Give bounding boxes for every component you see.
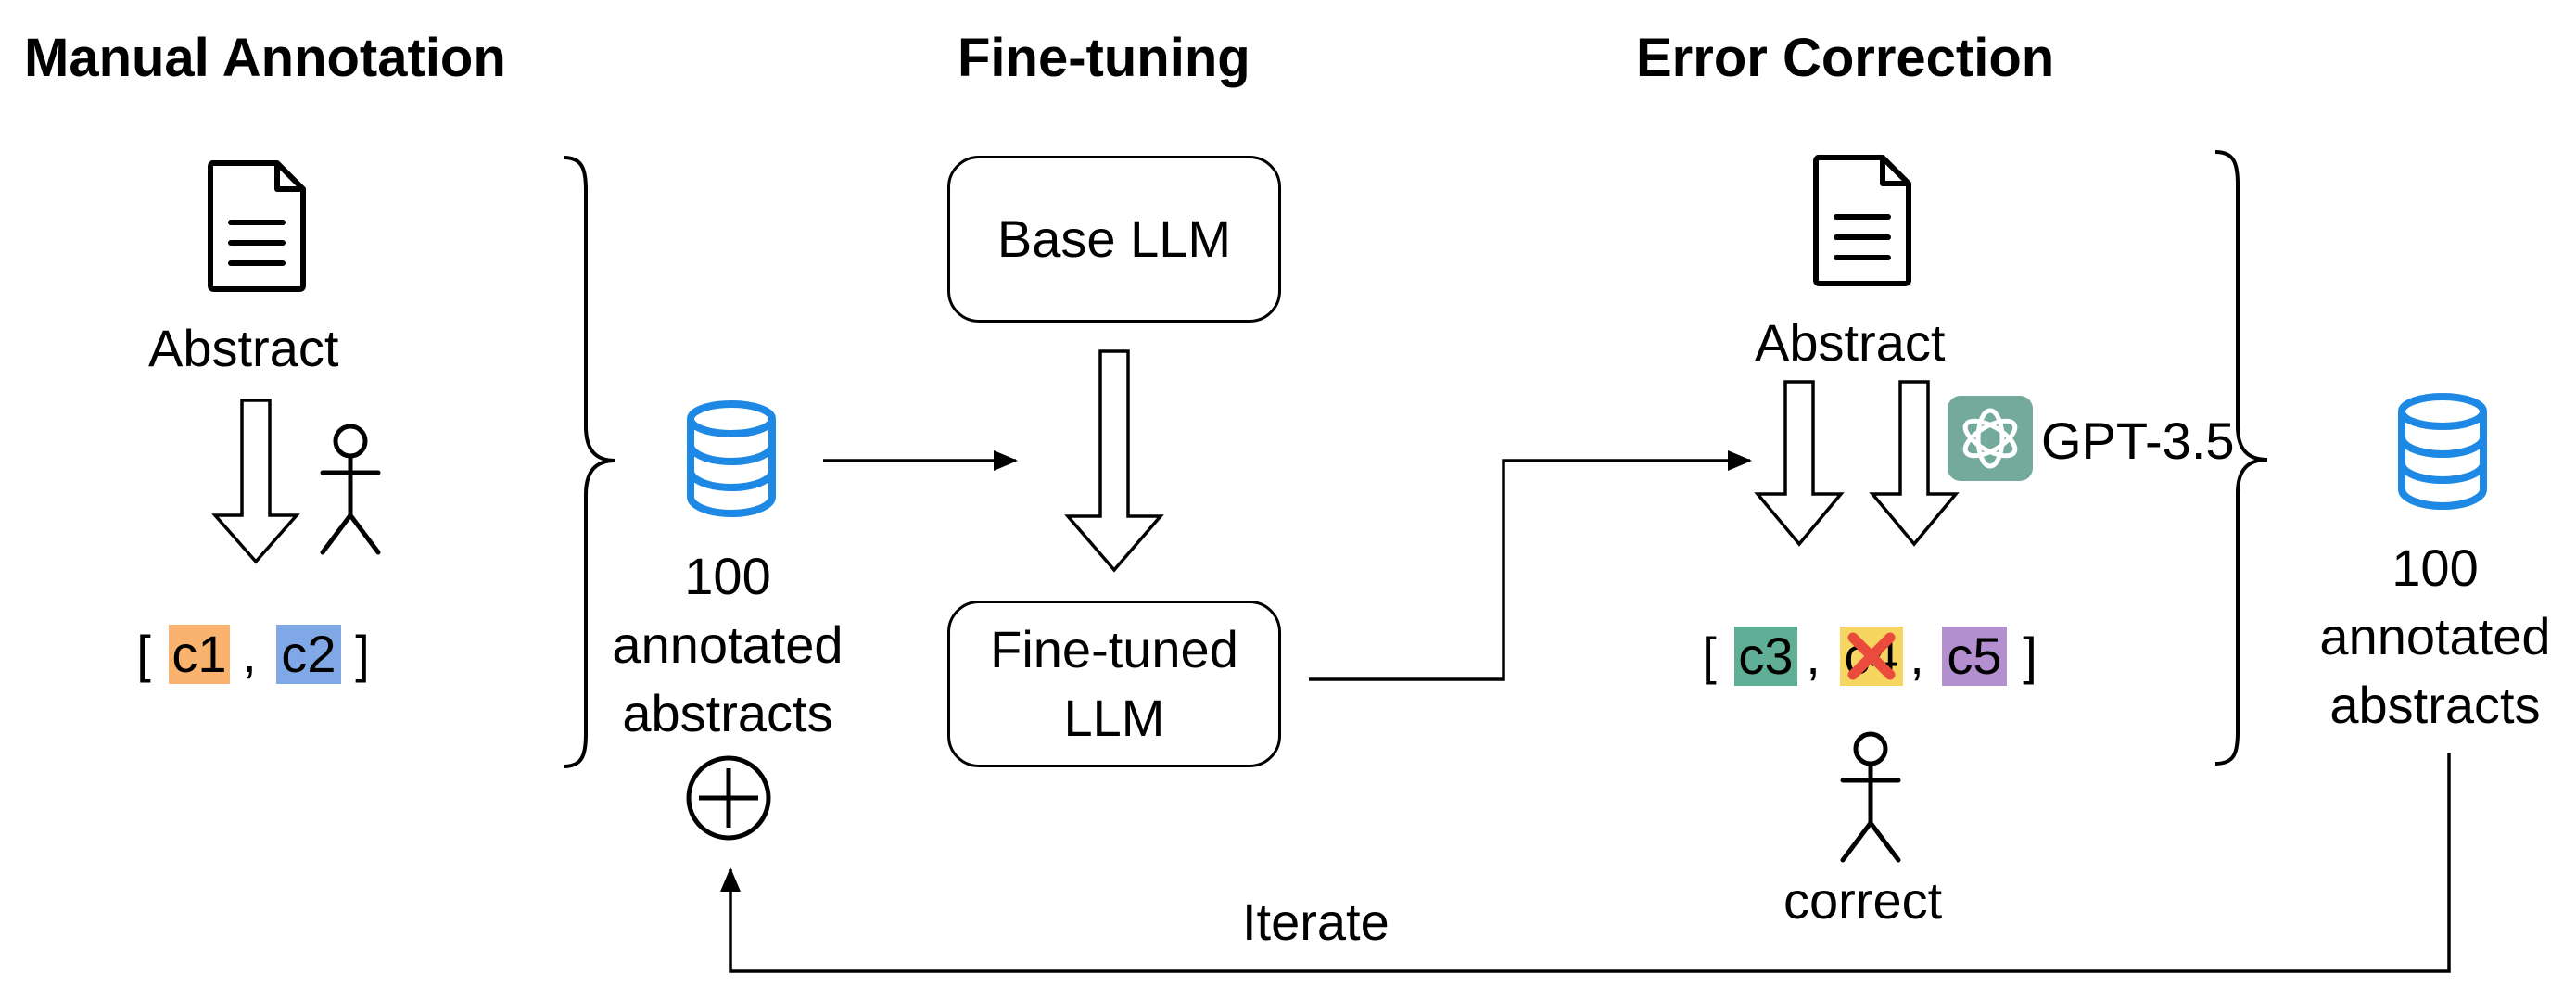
dataset-count: 100 xyxy=(684,547,771,605)
finetuned-llm-label: LLM xyxy=(1063,689,1165,747)
manual-label-list: [ c1 , c2 ] xyxy=(133,625,374,684)
iterate-loop-arrow xyxy=(720,753,2451,973)
label-chip-c2: c2 xyxy=(276,625,341,684)
dataset-right-label: 100 annotated abstracts xyxy=(2301,534,2570,740)
hollow-arrow-correction-2 xyxy=(1869,380,1960,547)
open-bracket: [ xyxy=(136,625,151,683)
abstract-label: Abstract xyxy=(148,319,339,377)
circled-plus-icon xyxy=(686,755,771,841)
dataset-line: abstracts xyxy=(622,684,833,742)
header-error-correction: Error Correction xyxy=(1636,28,2055,88)
person-icon xyxy=(320,424,381,555)
right-curly-brace xyxy=(2214,150,2268,766)
label-chip-c3: c3 xyxy=(1734,627,1797,686)
dataset-line: abstracts xyxy=(2329,676,2541,734)
left-curly-brace xyxy=(563,156,616,768)
header-manual-annotation: Manual Annotation xyxy=(24,28,506,88)
dataset-count: 100 xyxy=(2392,538,2479,597)
finetuned-llm-box: Fine-tuned LLM xyxy=(947,601,1281,767)
gpt-logo-icon xyxy=(1948,396,2033,481)
hollow-arrow-manual xyxy=(211,399,300,564)
comma: , xyxy=(242,625,257,683)
close-bracket: ] xyxy=(2023,627,2037,685)
dataset-line: annotated xyxy=(2319,607,2551,665)
abstract-label: Abstract xyxy=(1755,313,1946,372)
base-llm-label: Base LLM xyxy=(996,209,1232,268)
comma: , xyxy=(1806,627,1821,685)
base-llm-box: Base LLM xyxy=(947,156,1281,323)
gpt-model-label: GPT-3.5 xyxy=(2041,411,2235,470)
correct-label: correct xyxy=(1783,871,1943,930)
hollow-arrow-finetune xyxy=(1064,349,1164,573)
close-bracket: ] xyxy=(355,625,370,683)
document-icon xyxy=(208,160,306,292)
document-icon xyxy=(1813,155,1911,286)
dataset-line: annotated xyxy=(612,615,844,674)
comma: , xyxy=(1910,627,1924,685)
corrected-label-list: [ c3 , c4 , c5 ] xyxy=(1699,627,2051,686)
label-chip-c5: c5 xyxy=(1942,627,2007,686)
database-icon xyxy=(687,400,776,518)
finetuned-llm-label: Fine-tuned xyxy=(990,619,1238,678)
database-icon xyxy=(2398,393,2487,511)
label-chip-c1: c1 xyxy=(169,625,230,684)
arrow-finetuned-to-correction xyxy=(1309,450,1752,681)
reject-cross-icon xyxy=(1847,632,1896,680)
hollow-arrow-correction-1 xyxy=(1754,380,1845,547)
iterate-label: Iterate xyxy=(1242,892,1390,951)
dataset-left-label: 100 annotated abstracts xyxy=(593,542,862,748)
open-bracket: [ xyxy=(1702,627,1717,685)
person-icon xyxy=(1840,731,1901,863)
header-fine-tuning: Fine-tuning xyxy=(958,28,1250,88)
